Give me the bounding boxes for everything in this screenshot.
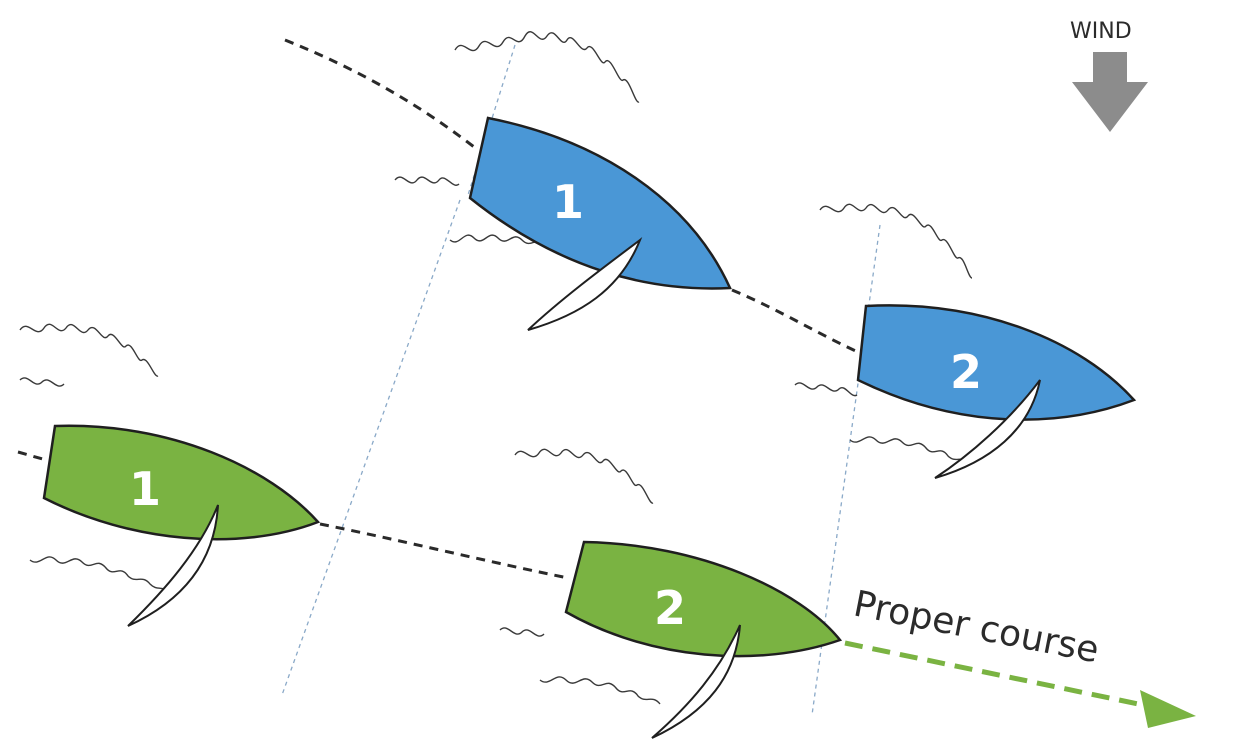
- sail: [527, 237, 643, 331]
- blue-boat-2: 2: [856, 304, 1137, 479]
- blue-boat-1: 1: [468, 116, 732, 331]
- proper-course-arrow: [844, 640, 1196, 728]
- wind-label: WIND: [1070, 19, 1132, 44]
- green-boat-2: 2: [564, 540, 843, 739]
- green-track-mid: [319, 522, 569, 580]
- sail: [934, 379, 1041, 479]
- boat-number: 2: [950, 345, 982, 399]
- sail: [127, 504, 219, 627]
- green-track: [17, 450, 47, 462]
- green-boat-1: 1: [42, 424, 321, 627]
- wave-scribble: [454, 31, 640, 103]
- wind-arrow-icon: [1072, 52, 1148, 132]
- blue-track: [284, 38, 479, 152]
- sail: [651, 624, 741, 739]
- wave-scribble: [19, 323, 159, 377]
- wave-scribble: [794, 382, 858, 397]
- blue-track-mid: [731, 288, 859, 354]
- wave-scribble: [499, 627, 545, 637]
- boat-number: 2: [654, 581, 686, 635]
- wave-scribble: [539, 676, 661, 705]
- guide-line-2: [281, 199, 461, 696]
- wind-indicator: WIND: [1070, 19, 1148, 132]
- wave-scribble: [514, 448, 654, 504]
- wave-scribble: [29, 556, 171, 595]
- boat-number: 1: [129, 462, 161, 516]
- wave-scribble: [849, 436, 971, 465]
- wave-scribble: [394, 176, 460, 186]
- wave-scribble: [19, 377, 65, 387]
- proper-course-label: Proper course: [850, 584, 1102, 672]
- boat-number: 1: [552, 175, 584, 229]
- wave-scribble: [819, 203, 973, 279]
